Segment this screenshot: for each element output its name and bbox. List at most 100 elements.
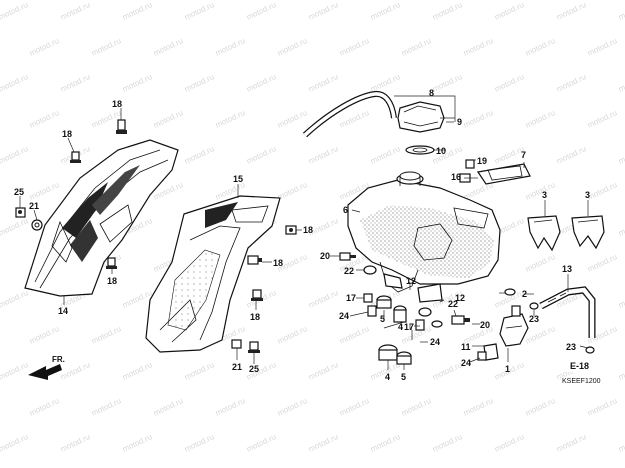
watermark-text: motod.ru [0,288,29,310]
watermark-text: motod.ru [245,0,277,22]
watermark-text: motod.ru [462,36,494,58]
watermark-text: motod.ru [493,432,525,454]
watermark-text: motod.ru [214,396,246,418]
callout-22[interactable]: 22 [344,266,354,276]
watermark-text: motod.ru [338,324,370,346]
callout-16[interactable]: 16 [451,172,461,182]
tank-clip [476,163,531,185]
callout-3[interactable]: 3 [542,190,547,200]
watermark-text: motod.ru [28,324,60,346]
watermark-text: motod.ru [431,360,463,382]
watermark-text: motod.ru [183,144,215,166]
watermark-text: motod.ru [59,432,91,454]
watermark-text: motod.ru [431,432,463,454]
callout-3[interactable]: 3 [585,190,590,200]
watermark-text: motod.ru [617,144,625,166]
reference-page-label[interactable]: E-18 [570,361,589,371]
watermark-text: motod.ru [28,396,60,418]
callout-numbers: 18 18 25 21 18 14 15 18 18 18 21 25 8 9 … [14,88,590,382]
callout-18[interactable]: 18 [303,225,313,235]
callout-24[interactable]: 24 [461,358,471,368]
callout-24[interactable]: 24 [339,311,349,321]
callout-7[interactable]: 7 [521,150,526,160]
fuel-tank [347,171,501,293]
watermark-text: motod.ru [400,36,432,58]
watermark-text: motod.ru [369,0,401,22]
fuel-valve [483,305,529,361]
watermark-text: motod.ru [524,36,556,58]
callout-12[interactable]: 12 [455,293,465,303]
watermark-text: motod.ru [617,360,625,382]
callout-12[interactable]: 12 [406,276,416,286]
callout-8[interactable]: 8 [429,88,434,98]
watermark-text: motod.ru [617,0,625,22]
callout-13[interactable]: 13 [562,264,572,274]
callout-18[interactable]: 18 [107,276,117,286]
watermark-text: motod.ru [307,144,339,166]
callout-19[interactable]: 19 [477,156,487,166]
callout-5[interactable]: 5 [401,372,406,382]
callout-4[interactable]: 4 [398,322,403,332]
watermark-text: motod.ru [524,252,556,274]
callout-6[interactable]: 6 [343,205,348,215]
callout-14[interactable]: 14 [58,306,68,316]
leader-lines [19,95,589,370]
watermark-text: motod.ru [183,0,215,22]
callout-9[interactable]: 9 [457,117,462,127]
watermark-text: motod.ru [586,180,618,202]
watermark-text: motod.ru [245,72,277,94]
callout-18[interactable]: 18 [112,99,122,109]
callout-23[interactable]: 23 [529,314,539,324]
tank-rubber-right [571,215,605,250]
watermark-text: motod.ru [400,396,432,418]
callout-15[interactable]: 15 [233,174,243,184]
ref-box [566,358,596,372]
watermark-text: motod.ru [0,144,29,166]
watermark-text: motod.ru [276,180,308,202]
tank-rubber-left [527,215,561,252]
callout-11[interactable]: 11 [461,342,471,352]
diagram-code: KSEEF1200 [562,378,601,385]
watermark-text: motod.ru [586,396,618,418]
watermark-text: motod.ru [338,36,370,58]
callout-10[interactable]: 10 [436,146,446,156]
callout-18[interactable]: 18 [273,258,283,268]
callout-21[interactable]: 21 [29,201,39,211]
watermark-text: motod.ru [214,36,246,58]
watermark-text: motod.ru [0,0,29,22]
callout-18[interactable]: 18 [250,312,260,322]
callout-17[interactable]: 17 [346,293,356,303]
left-shroud [24,139,179,297]
callout-1[interactable]: 1 [505,364,510,374]
watermark-text: motod.ru [183,360,215,382]
watermark-text: motod.ru [586,36,618,58]
fuel-hose [539,286,596,338]
watermark-text: motod.ru [0,216,29,238]
watermark-text: motod.ru [0,432,29,454]
callout-25[interactable]: 25 [14,187,24,197]
callout-20[interactable]: 20 [480,320,490,330]
callout-2[interactable]: 2 [522,289,527,299]
callout-18[interactable]: 18 [62,129,72,139]
callout-4[interactable]: 4 [385,372,390,382]
callout-24[interactable]: 24 [430,337,440,347]
breather-tube [302,90,397,138]
watermark-text: motod.ru [28,36,60,58]
callout-25[interactable]: 25 [249,364,259,374]
watermark-text: motod.ru [617,432,625,454]
callout-20[interactable]: 20 [320,251,330,261]
watermark-text: motod.ru [121,360,153,382]
callout-17[interactable]: 17 [404,322,414,332]
callout-21[interactable]: 21 [232,362,242,372]
callout-23[interactable]: 23 [566,342,576,352]
watermark-text: motod.ru [152,396,184,418]
fuel-cap [397,101,445,155]
watermark-text: motod.ru [524,324,556,346]
callout-22[interactable]: 22 [448,299,458,309]
watermark-text: motod.ru [245,144,277,166]
watermark-text: motod.ru [59,72,91,94]
watermark-text: motod.ru [369,144,401,166]
watermark-text: motod.ru [152,108,184,130]
callout-5[interactable]: 5 [380,314,385,324]
